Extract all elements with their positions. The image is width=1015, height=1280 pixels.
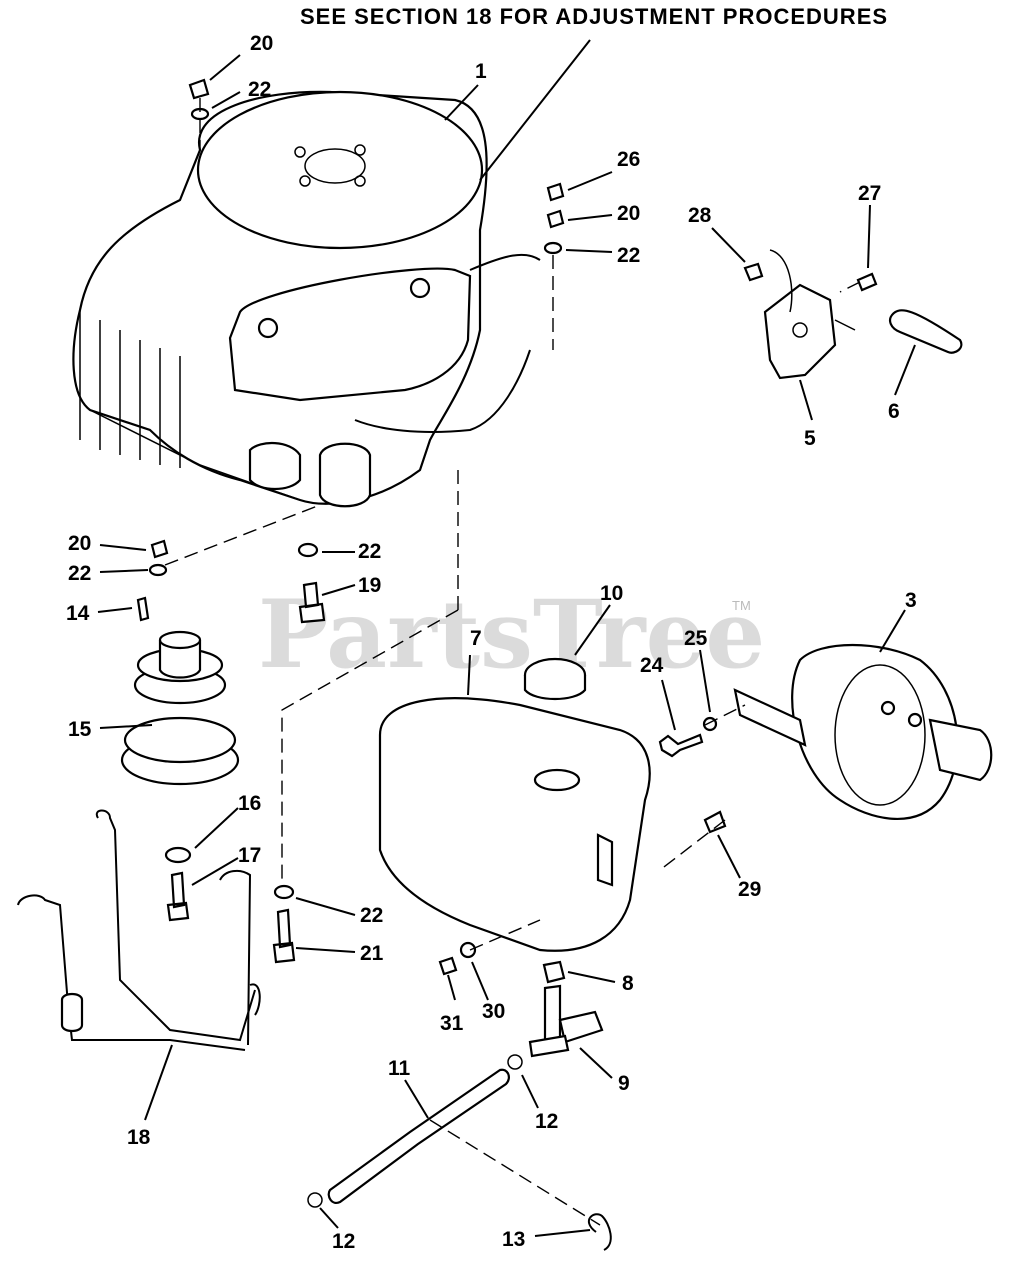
line-clip-13 [588, 1213, 612, 1251]
callout-19: 19 [358, 574, 381, 597]
throttle-knob[interactable] [889, 309, 963, 354]
callout-8: 8 [622, 972, 634, 995]
bolt-21 [272, 908, 296, 964]
callout-15: 15 [68, 718, 92, 741]
nut-31 [438, 956, 458, 976]
engine-pulley[interactable] [120, 630, 240, 786]
callout-17: 17 [238, 844, 261, 867]
callout-26: 26 [617, 148, 640, 171]
callout-25: 25 [684, 627, 708, 650]
bushing-8 [542, 960, 566, 984]
bolt-17 [166, 871, 190, 922]
washer-16 [164, 846, 192, 864]
washer-22-lower-left [148, 563, 168, 577]
section-reference-note: SEE SECTION 18 FOR ADJUSTMENT PROCEDURES [300, 4, 889, 29]
screw-29 [703, 810, 727, 834]
trademark-symbol: TM [732, 598, 751, 613]
ground-wire-harness[interactable] [17, 809, 261, 1051]
nut-20-lower-left [150, 539, 169, 559]
callout-22-lower: 22 [360, 904, 383, 927]
callout-10: 10 [600, 582, 623, 605]
callout-22-upper-left: 22 [248, 78, 271, 101]
callout-22-lower-left: 22 [68, 562, 91, 585]
callout-30: 30 [482, 1000, 505, 1023]
callout-arrows [97, 54, 916, 1237]
callout-20-right: 20 [617, 202, 640, 225]
callout-11: 11 [388, 1057, 411, 1080]
washer-22-right [543, 241, 563, 255]
engine-assembly[interactable] [72, 90, 541, 508]
key-14 [136, 596, 150, 622]
screw-27 [856, 272, 878, 292]
throttle-control-bracket[interactable] [763, 249, 856, 380]
callout-9: 9 [618, 1072, 630, 1095]
callout-31: 31 [440, 1012, 464, 1035]
callout-7: 7 [470, 627, 482, 650]
washer-22-lower [273, 884, 295, 900]
throttle-cable [479, 39, 591, 181]
hose-clamp-lower [307, 1192, 323, 1208]
callout-13: 13 [502, 1228, 525, 1251]
washer-22-center [297, 542, 319, 558]
callout-22-center: 22 [358, 540, 381, 563]
callout-3: 3 [905, 589, 917, 612]
assembly-leader-lines [164, 98, 861, 951]
callout-6: 6 [888, 400, 900, 423]
callout-16: 16 [238, 792, 261, 815]
callout-21: 21 [360, 942, 384, 965]
callout-18: 18 [127, 1126, 151, 1149]
callout-12-upper: 12 [535, 1110, 558, 1133]
callout-28: 28 [688, 204, 712, 227]
partstree-watermark: PartsTree [258, 580, 766, 690]
callout-20-upper-left: 20 [250, 32, 273, 55]
nut-20-upper-left [188, 78, 210, 100]
callout-14: 14 [66, 602, 90, 625]
callout-5: 5 [804, 427, 816, 450]
callout-12-lower: 12 [332, 1230, 355, 1253]
callout-29: 29 [738, 878, 761, 901]
callout-20-lower-left: 20 [68, 532, 91, 555]
washer-30 [459, 941, 477, 959]
callout-22-right: 22 [617, 244, 640, 267]
nut-26 [546, 182, 565, 202]
hose-clamp-upper [507, 1054, 523, 1070]
fuel-tank[interactable] [378, 697, 651, 952]
callout-24: 24 [640, 654, 664, 677]
bolt-19 [298, 581, 326, 624]
muffler[interactable] [733, 643, 993, 820]
fuel-cap[interactable] [523, 657, 587, 700]
bolt-24 [658, 733, 704, 758]
callout-27: 27 [858, 182, 881, 205]
fuel-line-hose[interactable] [327, 1068, 510, 1204]
nut-28 [743, 262, 764, 282]
nut-20-right [546, 209, 565, 229]
callout-1: 1 [475, 60, 487, 83]
fuel-shutoff-valve[interactable] [528, 984, 604, 1058]
